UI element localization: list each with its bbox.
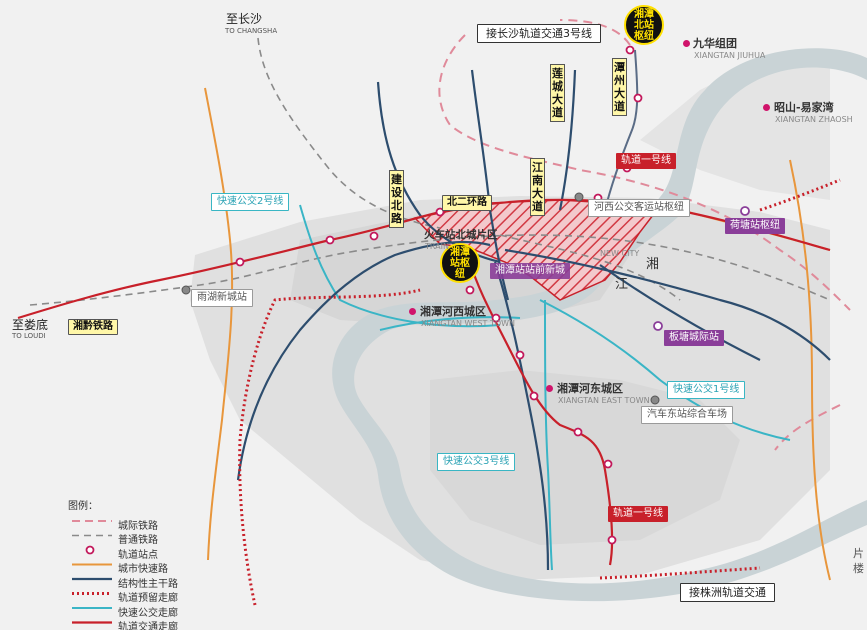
north-ring-road-label: 北二环路: [442, 195, 492, 211]
edge-char-lou: 楼: [853, 562, 864, 575]
river-char-jiang: 江: [615, 277, 629, 292]
to-changsha-label: 至长沙: [226, 12, 263, 26]
yuhu-station-label: 雨湖新城站: [191, 289, 253, 307]
new-city-banner: 湘潭站站前新城: [490, 263, 570, 279]
hub-markers: [181, 192, 750, 405]
zhuzhou-connection-label: 接株洲轨道交通: [680, 583, 775, 602]
metro-stations: [235, 45, 643, 545]
liancheng-road-label: 莲城大道: [550, 64, 565, 122]
legend-item-metro: 轨道交通走廊: [118, 622, 178, 630]
xiangqian-railway-label: 湘黔铁路: [68, 319, 118, 335]
huoche-district-en: TRAIN: [425, 242, 449, 251]
to-loudi-en-label: TO LOUDI: [12, 332, 46, 340]
legend-item-intercity: 城际铁路: [118, 520, 158, 532]
zhaoshan-district-label: 昭山-易家湾: [774, 101, 834, 114]
legend-item-station: 轨道站点: [118, 549, 158, 561]
legend-title: 图例：: [68, 501, 98, 512]
huoche-district-label: 火车站北城片区: [424, 229, 498, 241]
metro3-connection-label: 接长沙轨道交通3号线: [477, 24, 601, 43]
xiangtan-north-hub: 湘潭北站枢纽: [624, 5, 664, 45]
metro-line1-bottom-label: 轨道一号线: [608, 506, 668, 522]
brt-line2-label: 快速公交2号线: [211, 193, 290, 211]
map-legend: 图例： 城际铁路 普通铁路 轨道站点 城市快速路 结构性主干路 轨道预留走廊 快…: [68, 497, 268, 630]
jiuhua-district-dot: [683, 40, 690, 47]
reserved-corridor: [238, 178, 841, 606]
brt-line3-label: 快速公交3号线: [437, 453, 516, 471]
xiang-river: [332, 48, 867, 602]
metro-line1-top-label: 轨道一号线: [616, 153, 676, 169]
legend-item-railway: 普通铁路: [118, 535, 158, 547]
zhaoshan-district-dot: [763, 104, 770, 111]
intercity-railway: [438, 19, 851, 451]
brt-corridor: [299, 204, 791, 571]
legend-item-arterial: 结构性主干路: [118, 578, 178, 590]
hexi-district-dot: [409, 308, 416, 315]
zhaoshan-district-en: XIANGTAN ZHAOSH: [775, 115, 853, 124]
xiangtan-station-hub: 湘潭站枢纽: [440, 243, 480, 283]
banting-station-label: 板塘城际站: [664, 330, 724, 346]
edge-char-pian: 片: [853, 547, 864, 560]
legend-item-reserved: 轨道预留走廊: [118, 593, 178, 605]
east-bus-yard-label: 汽车东站综合车场: [641, 406, 733, 424]
to-changsha-en-label: TO CHANGSHA: [225, 27, 278, 35]
legend-item-brt: 快速公交走廊: [118, 607, 178, 619]
legend-item-expressway: 城市快速路: [118, 564, 168, 576]
to-loudi-label: 至娄底: [12, 318, 49, 332]
hexi-district-label: 湘潭河西城区: [420, 305, 486, 318]
hedong-district-dot: [546, 385, 553, 392]
legend-swatches: [72, 520, 112, 624]
hedong-district-en: XIANGTAN EAST TOWN: [558, 396, 650, 405]
jiangnan-road-label: 江南大道: [530, 158, 545, 216]
hedong-district-label: 湘潭河东城区: [557, 382, 623, 395]
jianshe-road-label: 建设北路: [389, 170, 404, 228]
metro-north-spur: [604, 49, 639, 211]
new-city-en: NEW CITY: [600, 249, 640, 258]
river-char-xiang: 湘: [646, 257, 660, 272]
hexi-district-en: XIANGTAN WEST TOWN: [421, 319, 516, 328]
tanzhou-road-label: 潭州大道: [612, 58, 627, 116]
brt-line1-label: 快速公交1号线: [667, 381, 746, 399]
jiuhua-district-label: 九华组团: [693, 37, 737, 50]
hetang-hub-label: 荷塘站枢纽: [725, 218, 785, 234]
jiuhua-district-en: XIANGTAN JIUHUA: [694, 51, 766, 60]
hexi-bus-hub-label: 河西公交客运站枢纽: [588, 199, 690, 217]
